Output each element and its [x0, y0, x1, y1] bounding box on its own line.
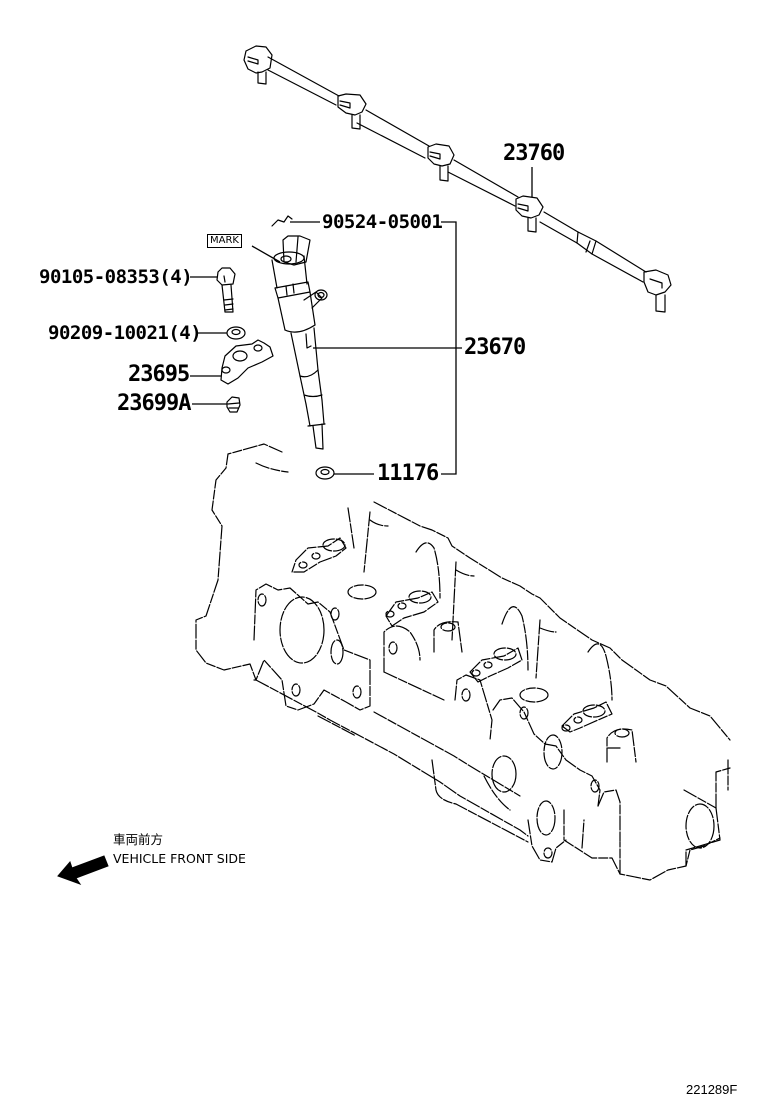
- fuel-rail-drawing[interactable]: [243, 45, 672, 313]
- clamp-drawing[interactable]: [220, 339, 274, 385]
- part-label-90105-08353[interactable]: 90105-08353(4): [39, 266, 193, 288]
- part-label-23699A[interactable]: 23699A: [117, 391, 191, 416]
- part-label-11176[interactable]: 11176: [377, 461, 439, 486]
- seal-drawing[interactable]: [315, 466, 335, 480]
- part-label-90209-10021[interactable]: 90209-10021(4): [48, 322, 202, 344]
- figure-number: 221289F: [686, 1082, 738, 1097]
- part-label-23760[interactable]: 23760: [503, 141, 565, 166]
- direction-note-english: VEHICLE FRONT SIDE: [113, 851, 246, 866]
- leader-mark: [251, 245, 281, 263]
- injector-drawing[interactable]: [271, 235, 328, 450]
- cylinder-head-drawing: [195, 443, 731, 881]
- washer-drawing[interactable]: [226, 326, 246, 340]
- mark-callout: MARK: [207, 234, 242, 248]
- part-label-23695[interactable]: 23695: [128, 362, 190, 387]
- direction-note-japanese: 車両前方: [113, 832, 164, 847]
- part-label-23670[interactable]: 23670: [464, 335, 526, 360]
- clip-drawing[interactable]: [271, 215, 293, 227]
- part-label-90524-05001[interactable]: 90524-05001: [322, 211, 443, 233]
- bolt-drawing[interactable]: [216, 267, 236, 313]
- arrow-left-down-icon: [57, 855, 109, 885]
- plug-drawing[interactable]: [226, 396, 241, 413]
- leader-bracket: [441, 221, 457, 475]
